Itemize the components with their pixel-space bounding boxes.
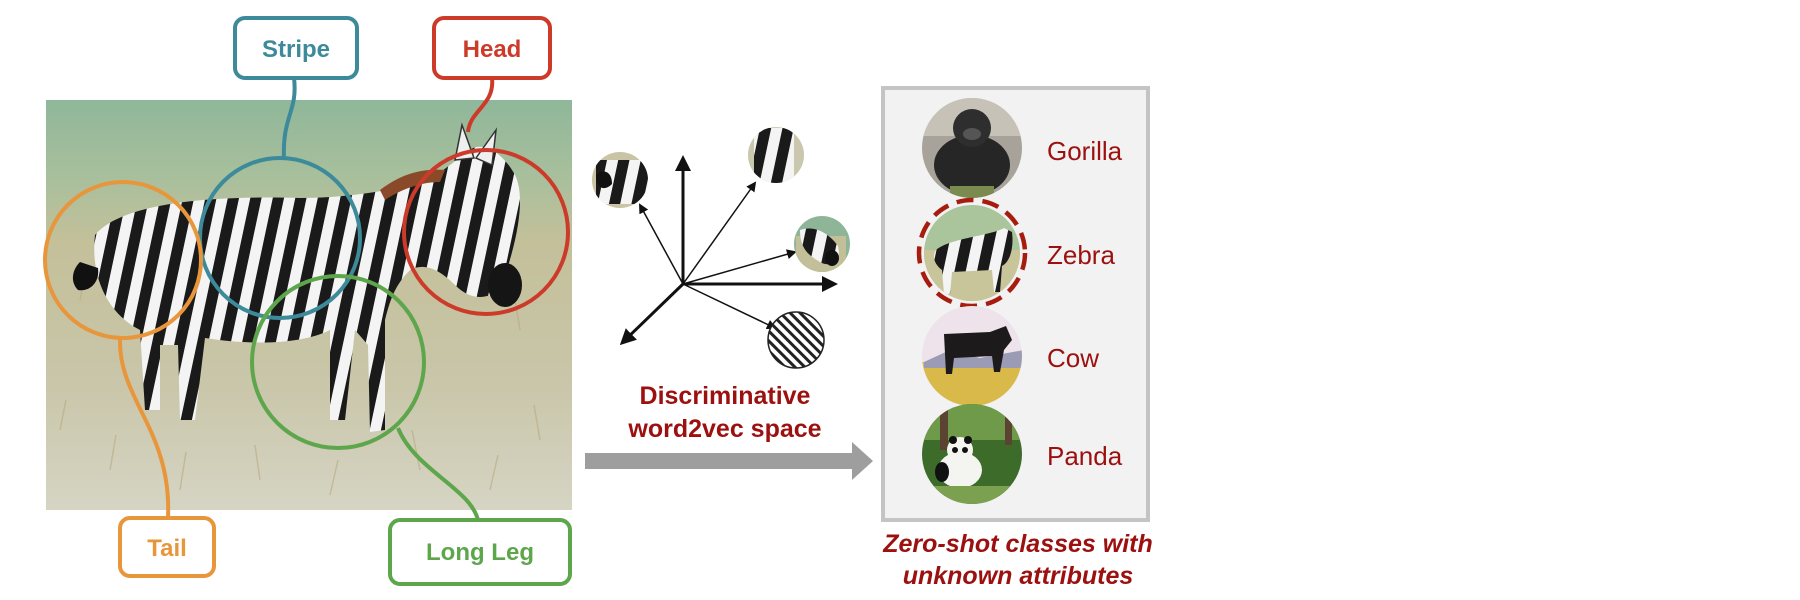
stripe-region-circle: [198, 156, 362, 320]
class-label-cow: Cow: [1047, 343, 1099, 373]
callout-long-leg: Long Leg: [250, 274, 572, 586]
class-zebra: Zebra: [916, 197, 1115, 309]
zero-shot-panel: Gorilla Zebra Cow: [881, 86, 1153, 590]
vector-2: [682, 181, 757, 285]
head-label-box: [432, 16, 552, 80]
head-region-circle: [402, 148, 570, 316]
zebra-thumbnail: [924, 205, 1020, 301]
panda-thumbnail: [922, 404, 1022, 504]
zero-shot-caption-line1: Zero-shot classes with: [882, 530, 1153, 558]
class-label-gorilla: Gorilla: [1047, 136, 1123, 166]
axis-z-arrow: [619, 282, 685, 346]
tail-connector: [117, 337, 171, 519]
tail-label: Tail: [147, 535, 187, 562]
zero-shot-caption-line2: unknown attributes: [903, 562, 1134, 590]
callout-stripe: Stripe: [198, 16, 362, 320]
class-panda: Panda: [922, 404, 1123, 504]
tail-label-box: [118, 516, 216, 578]
stripe-connector: [281, 77, 297, 161]
head-label: Head: [463, 36, 522, 63]
head-connector: [466, 77, 495, 133]
vector-3: [682, 249, 797, 285]
stripe-label: Stripe: [262, 36, 330, 63]
thumbnail-tail: [592, 152, 648, 208]
hatched-unknown-circle: [767, 311, 825, 369]
stripe-label-box: [233, 16, 359, 80]
embedding-space: Discriminative word2vec space: [592, 127, 850, 443]
long-leg-label-box: [388, 518, 572, 586]
gorilla-thumbnail: [922, 98, 1022, 198]
callout-head: Head: [402, 16, 570, 316]
thumbnail-stripe: [748, 127, 804, 183]
long-leg-connector: [396, 427, 480, 521]
embedding-caption-line1: Discriminative: [640, 382, 811, 410]
vector-1: [639, 203, 684, 285]
class-label-panda: Panda: [1047, 441, 1123, 471]
vector-4: [682, 283, 777, 330]
long-leg-region-circle: [250, 274, 426, 450]
thumbnail-head: [794, 216, 850, 272]
transfer-arrow: [585, 442, 873, 480]
embedding-caption-line2: word2vec space: [627, 415, 821, 443]
tail-region-circle: [43, 180, 203, 340]
callout-tail: Tail: [43, 180, 216, 578]
class-gorilla: Gorilla: [922, 98, 1123, 198]
long-leg-label: Long Leg: [426, 539, 534, 566]
class-label-zebra: Zebra: [1047, 240, 1115, 270]
